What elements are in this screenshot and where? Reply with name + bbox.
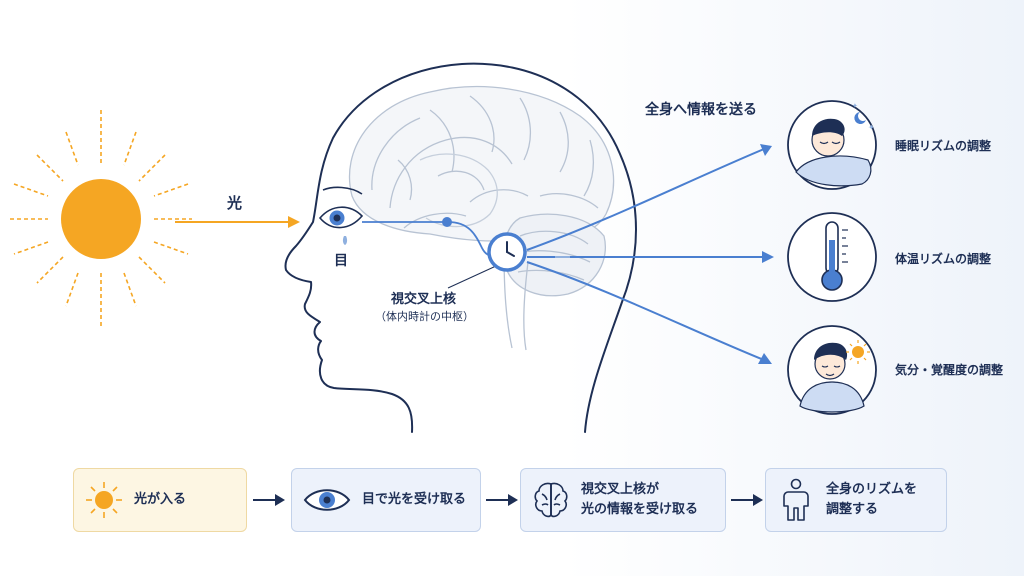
brain-icon — [521, 480, 581, 520]
flow-step-body: 全身のリズムを 調整する — [765, 468, 947, 532]
eye-label: 目 — [334, 253, 348, 269]
flow-step-body-text-1: 全身のリズムを — [826, 482, 918, 497]
brain-illustration — [348, 85, 615, 351]
effect-label-mood: 気分・覚醒度の調整 — [895, 363, 1004, 377]
flow-step-brain-text-2: 光の情報を受け取る — [581, 502, 699, 517]
head-outline — [284, 62, 637, 433]
flow-arrow-2 — [486, 494, 518, 506]
broadcast-arrows — [526, 144, 774, 364]
person-icon — [766, 478, 826, 522]
effect-temperature-circle — [787, 212, 877, 302]
light-label: 光 — [227, 194, 243, 212]
flow-step-brain-text-1: 視交叉上核が — [581, 482, 660, 497]
flow-step-body-text-2: 調整する — [826, 502, 879, 517]
clock-icon — [487, 232, 527, 272]
scn-label: 視交叉上核 — [391, 292, 457, 307]
awake-person-icon — [799, 340, 870, 413]
flow-step-eye: 目で光を受け取る — [291, 468, 481, 532]
broadcast-label: 全身へ情報を送る — [645, 102, 757, 118]
effect-label-temperature: 体温リズムの調整 — [895, 252, 992, 266]
flow-step-light: 光が入る — [73, 468, 247, 532]
flow-arrow-1 — [253, 494, 285, 506]
flow-step-eye-text: 目で光を受け取る — [362, 492, 467, 507]
thermometer-icon — [821, 221, 848, 291]
effect-sleep-circle: ✦ ✦ — [787, 100, 877, 190]
light-arrow — [175, 216, 300, 228]
flow-arrow-3 — [731, 494, 763, 506]
svg-text:✦: ✦ — [868, 123, 875, 132]
sun-icon — [10, 110, 192, 328]
sleeping-person-icon: ✦ ✦ — [795, 102, 875, 187]
eye-icon — [292, 485, 362, 515]
effect-label-sleep: 睡眠リズムの調整 — [895, 139, 992, 153]
sun-icon — [74, 480, 134, 520]
effect-mood-circle — [787, 325, 877, 415]
scn-sublabel: （体内時計の中枢） — [375, 310, 474, 323]
scn-leader-line — [447, 265, 497, 289]
flow-step-light-text: 光が入る — [134, 492, 187, 507]
flow-step-brain: 視交叉上核が 光の情報を受け取る — [520, 468, 726, 532]
eye-illustration — [318, 186, 364, 245]
svg-text:✦: ✦ — [852, 102, 858, 110]
